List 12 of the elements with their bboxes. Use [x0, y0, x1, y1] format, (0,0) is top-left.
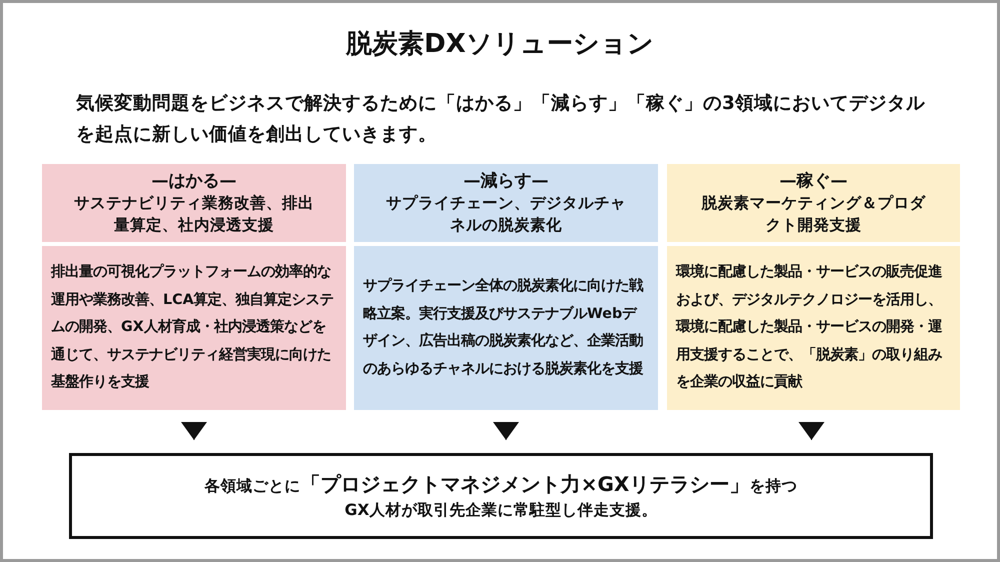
description-box: 排出量の可視化プラットフォームの効率的な運用や業務改善、LCA算定、独自算定システムの開発、GX人材育成・社内浸透策などを通じて、サステナビリティ経営実現に向けた基盤作りを支援	[42, 246, 346, 410]
category-header: —稼ぐ— 脱炭素マーケティング＆プロダクト開発支援	[667, 164, 960, 242]
down-arrow	[493, 422, 519, 440]
down-arrow	[798, 422, 824, 440]
category-header: —減らす— サプライチェーン、デジタルチャネルの脱炭素化	[354, 164, 658, 242]
description-box: サプライチェーン全体の脱炭素化に向けた戦略立案。実行支援及びサステナブルWebデザイン、広告出稿の脱炭素化など、企業活動のあらゆるチャネルにおける脱炭素化を支援	[354, 246, 658, 410]
summary-box: 各領域ごとに「プロジェクトマネジメント力×GXリテラシー」を持つ GX人材が取引先企業に常駐型し伴走支援。	[69, 453, 933, 539]
category-header: —はかる— サステナビリティ業務改善、排出量算定、社内浸透支援	[42, 164, 346, 242]
intro-text: 気候変動問題をビジネスで解決するために「はかる」「減らす」「稼ぐ」の3領域においてデジタルを起点に新しい価値を創出していきます。	[76, 92, 926, 147]
description-box: 環境に配慮した製品・サービスの販売促進および、デジタルテクノロジーを活用し、環境に配慮した製品・サービスの開発・運用支援することで、「脱炭素」の取り組みを企業の収益に貢献	[667, 246, 960, 410]
down-arrow	[181, 422, 207, 440]
title: 脱炭素DXソリューション	[344, 28, 655, 61]
